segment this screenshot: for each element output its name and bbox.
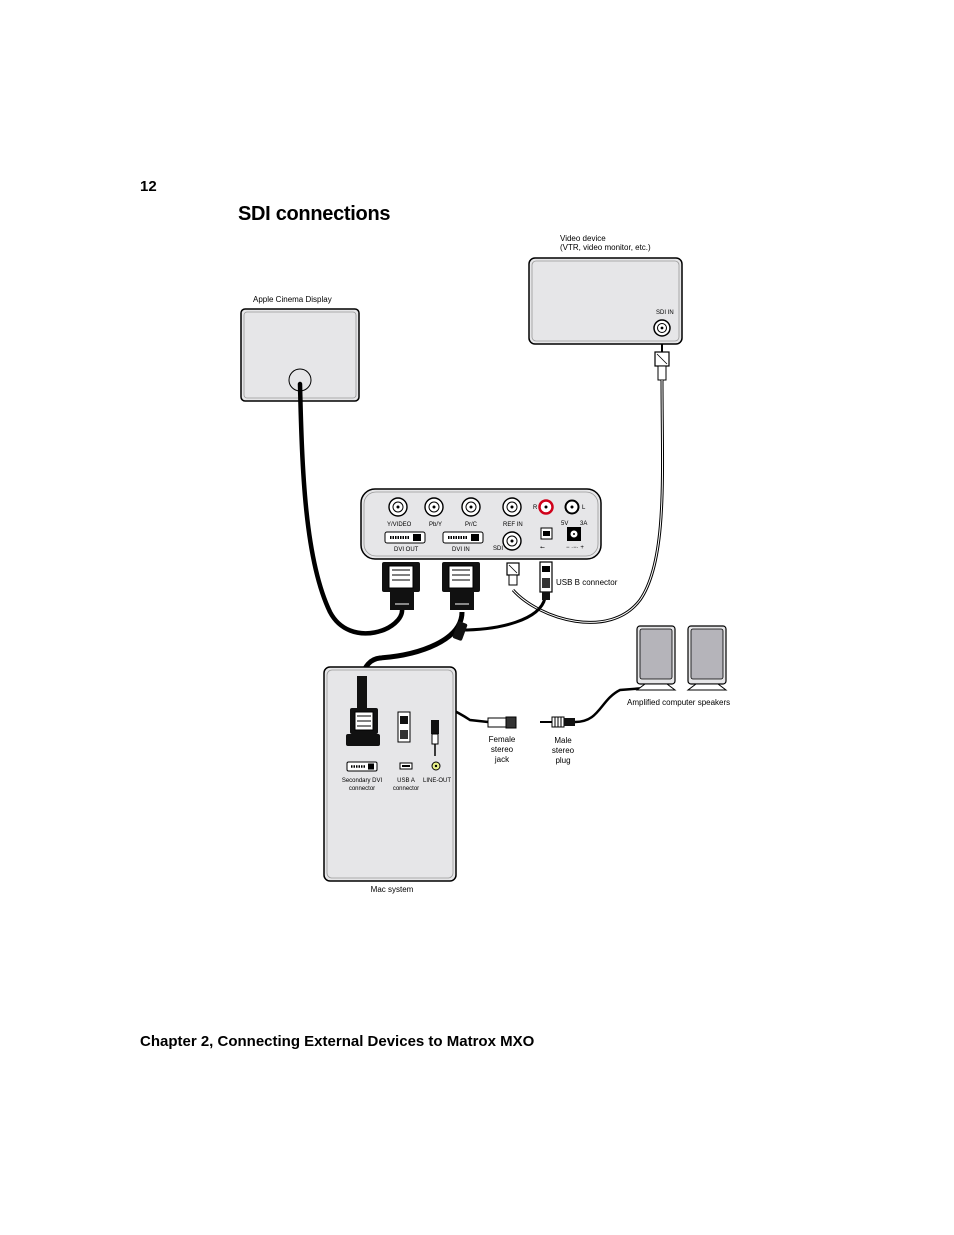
female-jack-label-line3: jack xyxy=(494,755,510,764)
secondary-dvi-port-icon xyxy=(346,761,378,772)
male-plug-label-line1: Male xyxy=(554,736,572,745)
ref-in-port-icon xyxy=(502,497,522,517)
dvi-plug-in-icon xyxy=(442,562,480,610)
y-video-label: Y/VIDEO xyxy=(387,522,412,528)
audio-l-port-icon xyxy=(564,499,580,515)
secondary-dvi-label-line1: Secondary DVI xyxy=(342,778,383,784)
video-device xyxy=(528,257,683,345)
chapter-footer: Chapter 2, Connecting External Devices t… xyxy=(140,1033,535,1050)
male-plug-label-line3: plug xyxy=(555,756,570,765)
female-jack-label-line2: stereo xyxy=(491,745,514,754)
display-cable xyxy=(297,381,405,636)
power-current-label: 3A xyxy=(580,521,587,527)
pb-y-port-icon xyxy=(424,497,444,517)
power-port-icon: − ·−· + xyxy=(566,527,584,551)
pr-c-label: Pr/C xyxy=(465,522,478,528)
svg-text:− ·−· +: − ·−· + xyxy=(566,545,584,551)
bnc-plug-video-device-icon xyxy=(654,344,670,381)
line-out-label: LINE-OUT xyxy=(423,778,451,784)
usb-a-label-line2: connector xyxy=(393,786,419,792)
usb-a-port-icon xyxy=(399,762,413,770)
mac-system-label: Mac system xyxy=(371,885,414,894)
usb-a-label-line1: USB A xyxy=(397,778,415,784)
sdi-port-icon xyxy=(502,531,522,551)
usb-b-connector-label: USB B connector xyxy=(556,578,618,587)
mac-system xyxy=(323,666,457,882)
male-plug-label-line2: stereo xyxy=(552,746,575,755)
dvi-plug-out-icon xyxy=(382,562,420,610)
usb-b-port-icon: ⭠ xyxy=(540,527,553,551)
line-out-port-icon xyxy=(431,761,441,771)
male-stereo-plug-icon xyxy=(540,716,575,728)
dvi-out-label: DVI OUT xyxy=(394,547,419,553)
video-device-sublabel: (VTR, video monitor, etc.) xyxy=(560,243,651,252)
power-voltage-label: 5V xyxy=(561,521,568,527)
dvi-in-port-icon xyxy=(442,531,484,544)
y-video-port-icon xyxy=(388,497,408,517)
matrox-mxo-box: ⭠ − ·−· + xyxy=(360,488,602,560)
secondary-dvi-label-line2: connector xyxy=(349,786,375,792)
female-stereo-jack-icon xyxy=(487,716,517,729)
apple-cinema-display xyxy=(240,308,360,402)
sdi-label: SDI xyxy=(493,546,503,552)
apple-display-label: Apple Cinema Display xyxy=(253,295,332,304)
sdi-in-label: SDI IN xyxy=(656,310,674,316)
ref-in-label: REF IN xyxy=(503,522,523,528)
section-title: SDI connections xyxy=(238,203,391,225)
svg-text:⭠: ⭠ xyxy=(540,545,545,551)
audio-r-port-icon xyxy=(538,499,554,515)
pr-c-port-icon xyxy=(461,497,481,517)
audio-l-label: L xyxy=(582,505,586,511)
speakers xyxy=(635,625,728,691)
pb-y-label: Pb/Y xyxy=(429,522,442,528)
dvi-out-port-icon xyxy=(384,531,426,544)
female-jack-label-line1: Female xyxy=(489,735,516,744)
speaker-cable xyxy=(574,686,646,724)
video-device-label: Video device xyxy=(560,234,606,243)
page-number: 12 xyxy=(140,178,157,195)
speakers-label: Amplified computer speakers xyxy=(627,698,730,707)
bnc-plug-mxo-icon xyxy=(506,562,520,586)
dvi-in-label: DVI IN xyxy=(452,547,470,553)
usb-b-plug-icon xyxy=(539,561,553,600)
audio-r-label: R xyxy=(533,505,538,511)
